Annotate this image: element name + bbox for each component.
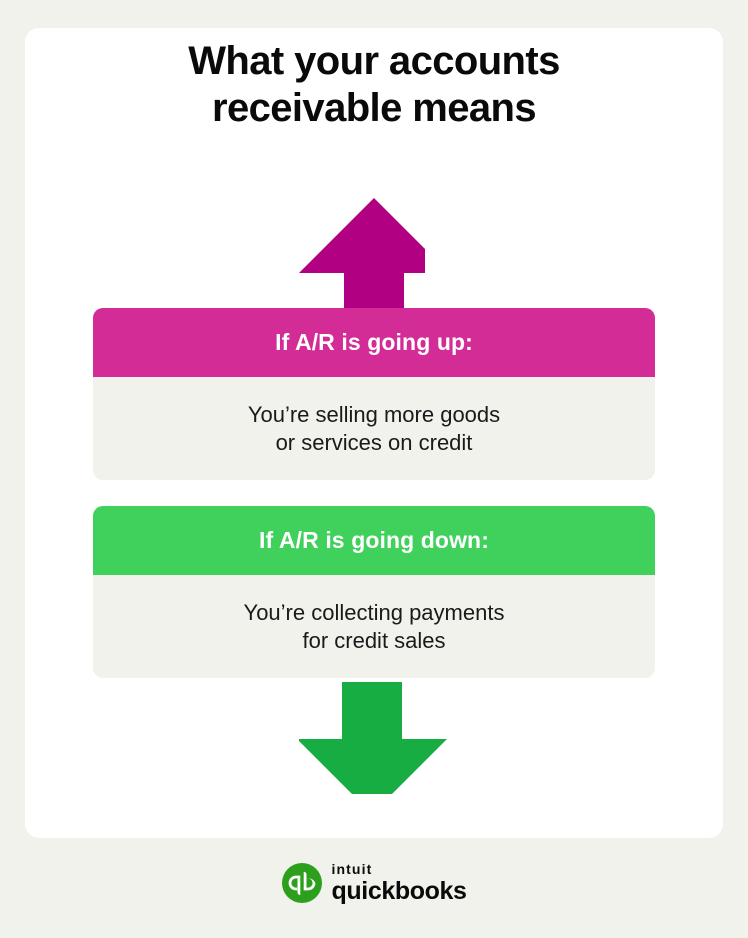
page-title-line-2: receivable means	[212, 86, 537, 130]
page-title-line-1: What your accounts	[188, 39, 560, 83]
block-body-ar-going-up: You’re selling more goods or services on…	[93, 377, 655, 480]
block-header-label: If A/R is going up:	[275, 329, 473, 355]
block-body-ar-going-down: You’re collecting payments for credit sa…	[93, 575, 655, 678]
block-body-line-2: for credit sales	[302, 627, 446, 653]
quickbooks-qb-circle-icon	[281, 863, 322, 903]
block-ar-going-down: If A/R is going down: You’re collecting …	[93, 506, 655, 678]
block-header-ar-going-down: If A/R is going down:	[93, 506, 655, 575]
block-body-line-1: You’re selling more goods	[247, 401, 501, 427]
block-header-ar-going-up: If A/R is going up:	[93, 308, 655, 377]
page-title: What your accounts receivable means	[25, 38, 723, 132]
logo-wordmark: intuit quickbooks	[332, 862, 467, 904]
block-ar-going-up: If A/R is going up: You’re selling more …	[93, 308, 655, 480]
block-body-line-2: or services on credit	[275, 429, 473, 455]
block-body-line-1: You’re collecting payments	[243, 599, 505, 625]
block-header-label: If A/R is going down:	[259, 527, 489, 553]
logo-intuit-text: intuit	[331, 861, 373, 877]
intuit-quickbooks-logo: intuit quickbooks	[0, 862, 748, 904]
logo-quickbooks-text: quickbooks	[331, 877, 467, 905]
